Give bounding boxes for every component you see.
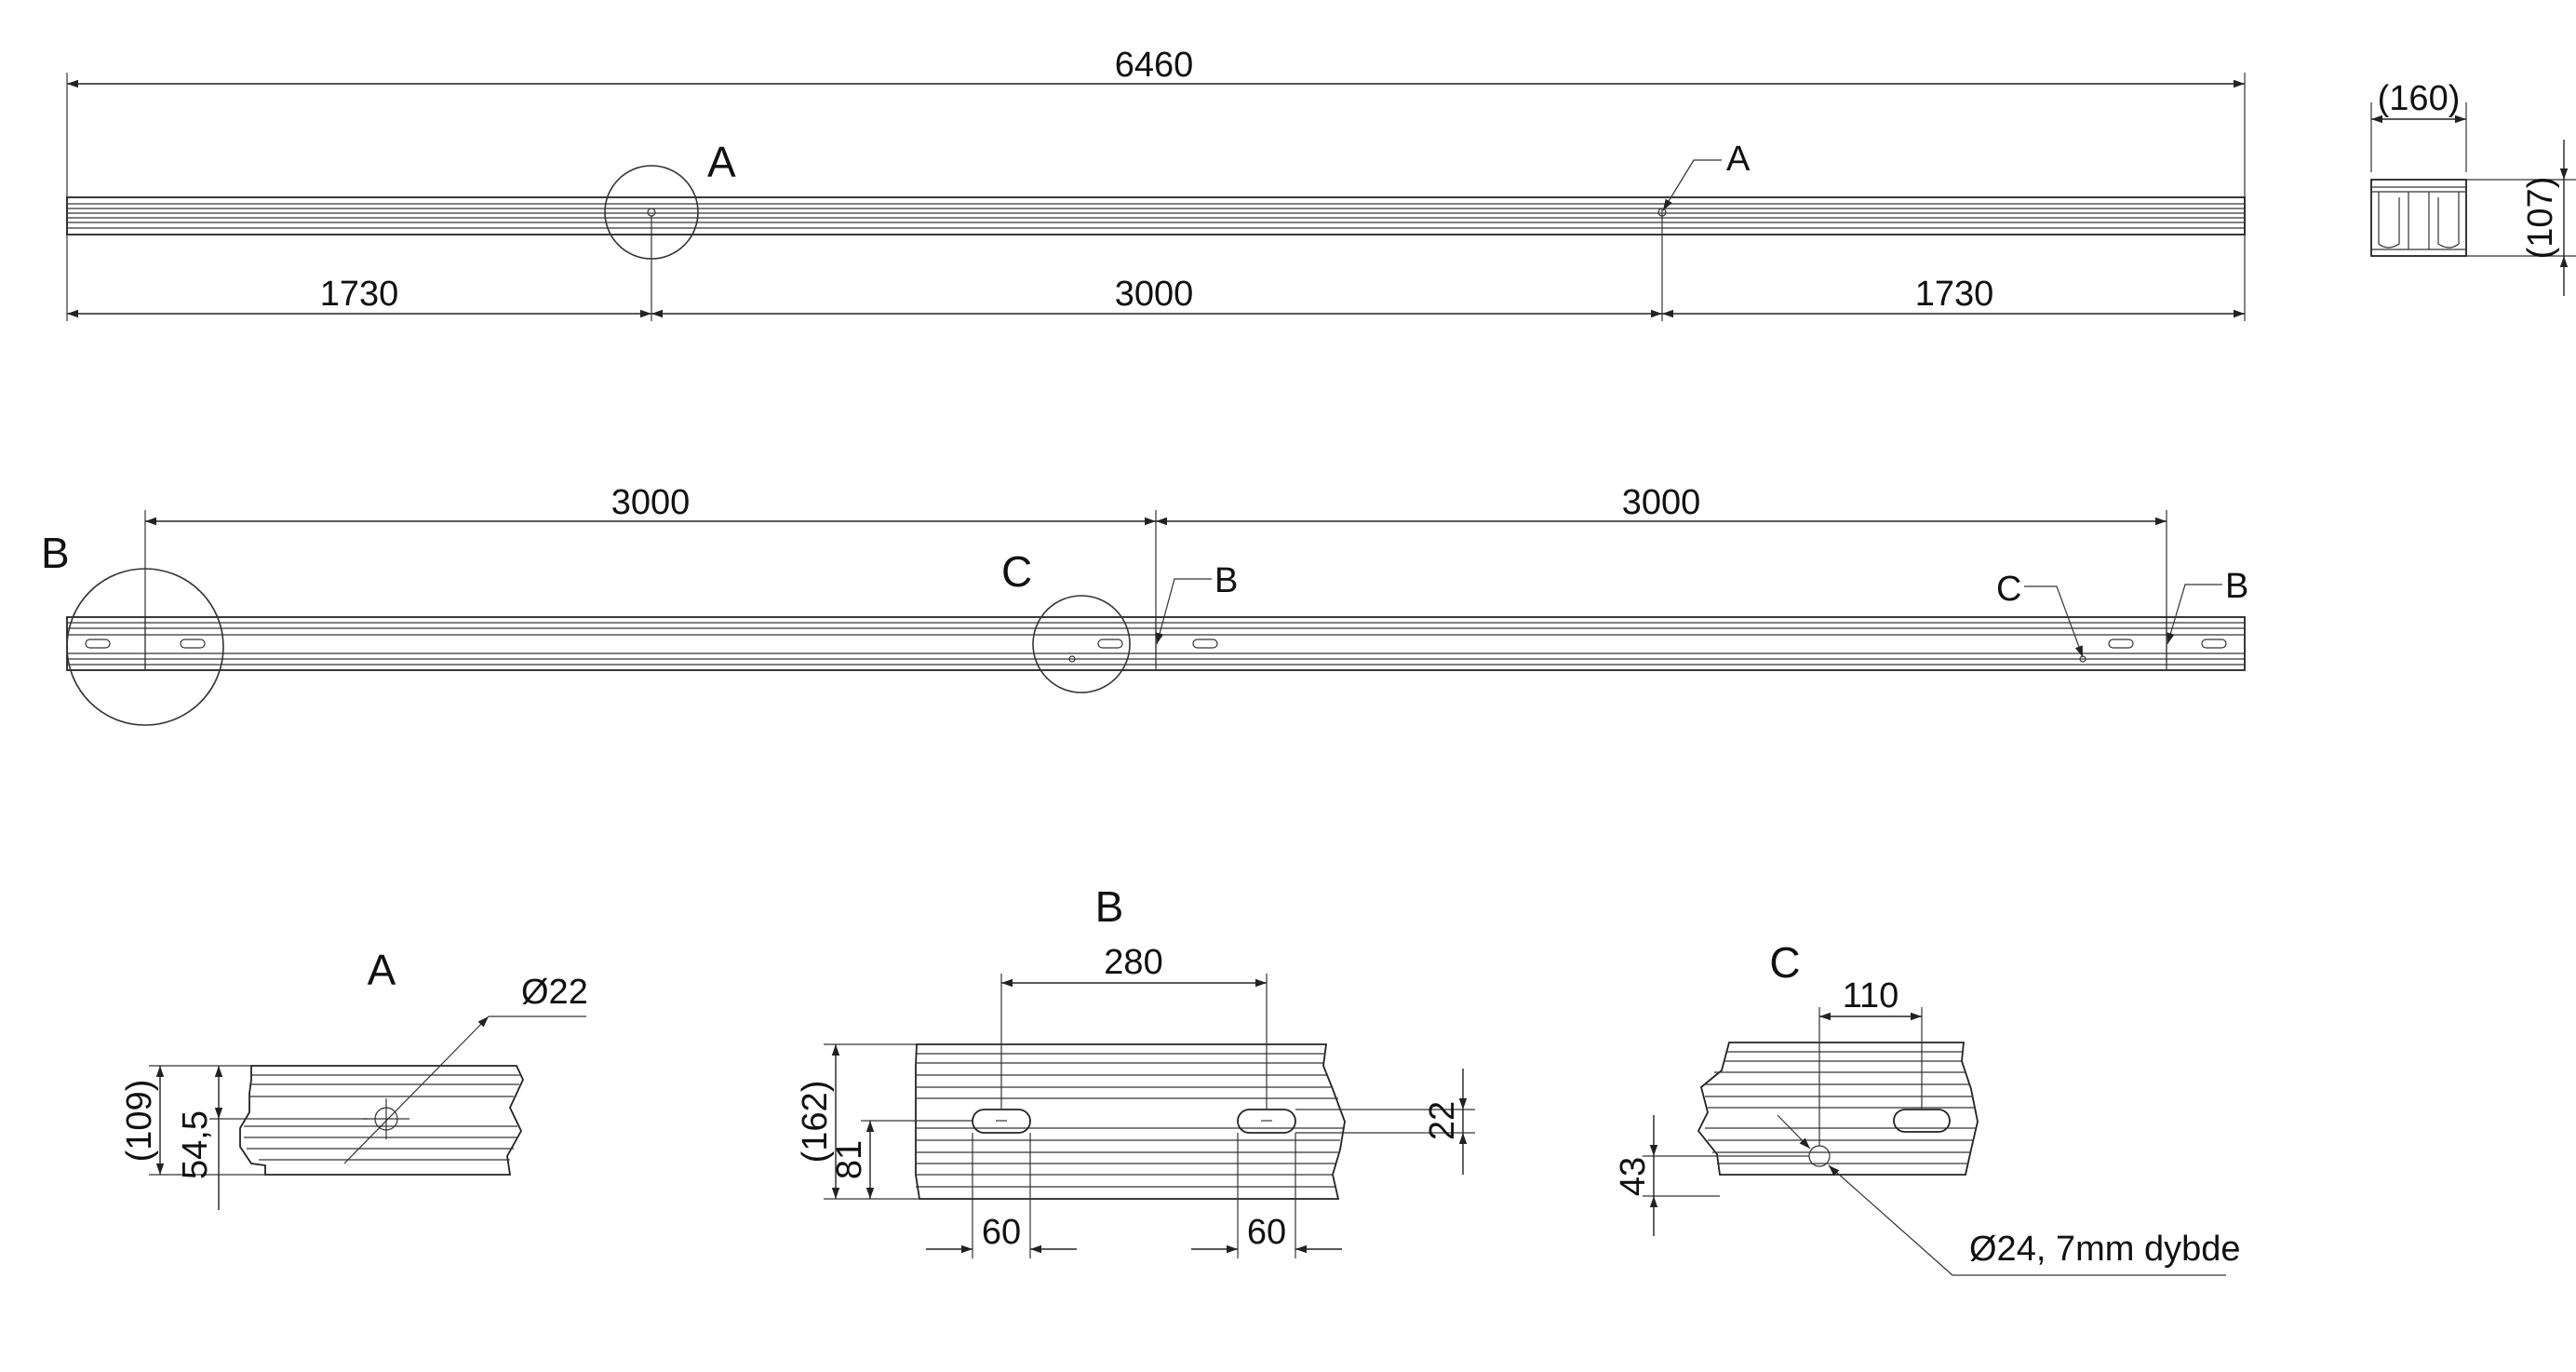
slot [2108,639,2134,649]
bottom-beam-body [66,616,2246,671]
dim-overall-length: 6460 [1115,46,1194,85]
detail-circle-b [66,568,224,726]
dim-detail-b-height: (162) [796,1081,835,1164]
dim-detail-b-slot-w1: 60 [982,1213,1021,1252]
hole-marker [647,208,656,217]
slot [1097,639,1123,649]
dim-left-end: 1730 [320,275,399,314]
dim-detail-c-y: 43 [1614,1157,1653,1196]
dim-detail-a-height: (109) [120,1080,159,1163]
profile-section: (160) (107) [2370,79,2576,296]
dim-right-end: 1730 [1915,275,1994,314]
bottom-beam-view: 3000 3000 B C B [41,483,2248,726]
hole-marker [1657,208,1667,217]
slot [180,639,206,649]
dim-detail-b-slot-y: 81 [830,1140,869,1179]
detail-circle-a [604,165,699,260]
slot [1192,639,1218,649]
detail-b-callout: B [41,529,70,577]
dim-detail-b-spacing: 280 [1104,943,1162,982]
dim-detail-b-slot-h: 22 [1423,1101,1462,1140]
detail-a-leader-label: A [1726,140,1751,179]
dim-detail-a-hole: Ø22 [521,973,588,1012]
dim-detail-a-center: 54,5 [176,1110,215,1179]
detail-b-leader-label-2: B [2225,567,2248,606]
detail-b-view: B 280 (162) 81 [796,882,1475,1258]
detail-a-view: A Ø22 (109) 54,5 [120,946,588,1210]
detail-a-title: A [368,946,396,994]
detail-b-title: B [1095,882,1124,931]
dim-slot-span-left: 3000 [611,483,691,522]
top-beam-body [66,196,2246,235]
detail-circle-c [1032,595,1131,693]
detail-c-leader-label: C [1996,570,2021,609]
dim-profile-width: (160) [2378,79,2461,118]
hole-marker [1068,655,1076,663]
slot [2201,639,2227,649]
detail-c-title: C [1769,938,1800,987]
slot [85,639,111,649]
dim-detail-c-hole: Ø24, 7mm dybde [1969,1230,2240,1269]
detail-a-callout: A [707,138,736,186]
detail-c-callout: C [1001,547,1032,596]
dim-slot-span-right: 3000 [1622,483,1701,522]
top-beam-view: 6460 A A 1730 3000 1730 [66,46,2246,321]
dim-profile-height: (107) [2521,177,2560,260]
detail-c-view: C 110 43 Ø24, 7mm dybde [1614,938,2240,1276]
dim-middle-span: 3000 [1115,275,1194,314]
detail-b-leader-label-1: B [1214,561,1238,600]
dim-detail-b-slot-w2: 60 [1247,1213,1286,1252]
dim-detail-c-spacing: 110 [1843,976,1899,1016]
